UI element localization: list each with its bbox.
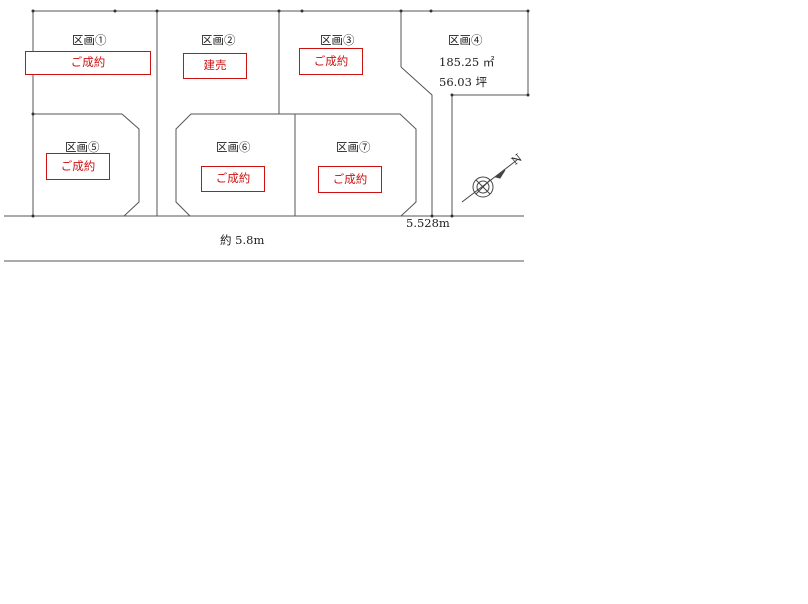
plot-4-left-edge [400,66,433,216]
plot-1-status-badge: ご成約 [25,51,151,75]
plot-4-label: 区画④ [448,33,483,47]
plots-6-7-outline [175,113,417,217]
plot-4-area-sqm: 185.25 ㎡ [439,55,495,69]
boundary-markers [31,9,530,218]
plot-3-label: 区画③ [320,33,355,47]
plot-4-area-tsubo: 56.03 坪 [439,75,488,89]
plot-6-status-badge: ご成約 [201,166,265,192]
plot-2-label: 区画② [201,33,236,47]
plot-5-right-edge [121,113,140,217]
compass-icon [461,159,518,203]
plot-2-status-badge: 建売 [183,53,247,79]
plot-6-label: 区画⑥ [216,140,251,154]
plot-7-label: 区画⑦ [336,140,371,154]
plot-5-status-badge: ご成約 [46,153,110,180]
side-road-width: 5.528m [406,216,450,230]
plot-3-status-badge: ご成約 [299,48,363,75]
plot-1-label: 区画① [72,33,107,47]
main-road-width: 約 5.8m [220,233,265,247]
plot-5-label: 区画⑤ [65,140,100,154]
plot-7-status-badge: ご成約 [318,166,382,193]
